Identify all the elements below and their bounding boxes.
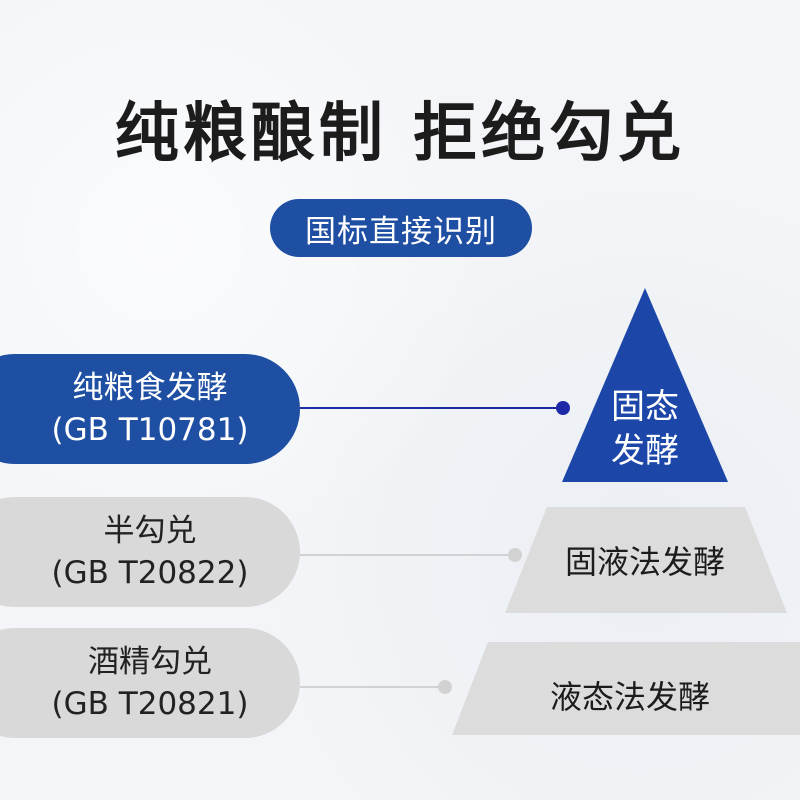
pyramid-middle-label: 固液法发酵 [564, 543, 725, 581]
pyramid-middle-tier [505, 507, 787, 613]
pyramid-bottom-tier [452, 642, 800, 735]
category-pill-pure-grain: 纯粮食发酵 (GB T10781) [0, 354, 300, 464]
pyramid-top-label: 固态 发酵 [580, 385, 710, 473]
pyramid-bottom-label: 液态法发酵 [549, 678, 710, 716]
category-name: 纯粮食发酵 [72, 370, 228, 406]
connector-dot-alcohol [438, 680, 452, 694]
connector-dot-primary [556, 401, 570, 415]
category-standard: (GB T20822) [51, 555, 249, 591]
category-name: 酒精勾兑 [88, 644, 212, 680]
category-standard: (GB T20821) [51, 686, 249, 722]
category-pill-alcohol-blended: 酒精勾兑 (GB T20821) [0, 628, 300, 738]
category-pill-semi-blended: 半勾兑 (GB T20822) [0, 497, 300, 607]
subtitle-badge: 国标直接识别 [270, 199, 532, 257]
pyramid-top-label-line1: 固态 [611, 387, 679, 427]
category-name: 半勾兑 [103, 513, 197, 549]
category-standard: (GB T10781) [51, 412, 249, 448]
pyramid-top-label-line2: 发酵 [611, 431, 679, 471]
connector-dot-semi [508, 548, 522, 562]
pyramid-top-triangle [562, 288, 728, 482]
page-title: 纯粮酿制 拒绝勾兑 [114, 96, 686, 171]
